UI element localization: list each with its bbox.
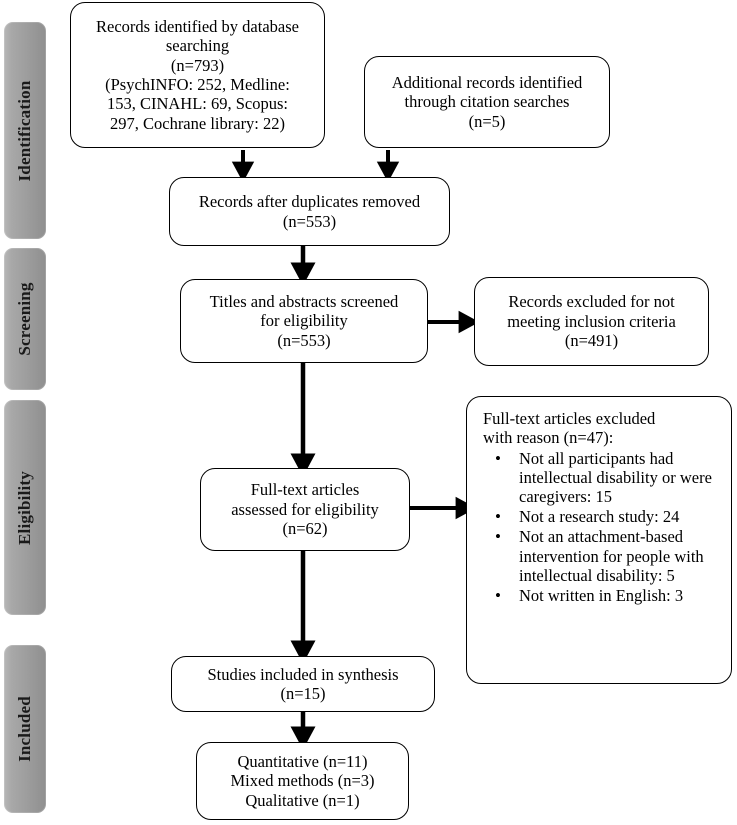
stage-label-identification: Identification	[15, 79, 34, 182]
node-fulltext-assessed: Full-text articles assessed for eligibil…	[200, 468, 410, 551]
node-titles-screened: Titles and abstracts screened for eligib…	[180, 279, 428, 363]
stage-label-included: Included	[15, 696, 34, 762]
reason-text: Not all participants had intellectual di…	[519, 448, 712, 507]
study-designs-line-3: Qualitative (n=1)	[245, 790, 360, 810]
records-identified-line-5: 153, CINAHL: 69, Scopus:	[106, 94, 289, 114]
node-studies-included: Studies included in synthesis (n=15)	[171, 656, 435, 712]
study-designs-line-1: Quantitative (n=11)	[237, 751, 368, 771]
reason-text: Not written in English: 3	[519, 585, 684, 605]
fulltext-excluded-heading-2: with reason (n=47):	[483, 428, 614, 448]
duplicates-removed-line-2: (n=553)	[282, 211, 337, 231]
bullet-icon: •	[495, 585, 501, 605]
records-identified-line-2: searching	[165, 36, 230, 56]
stage-band-identification: Identification	[4, 22, 46, 239]
list-item: • Not written in English: 3	[483, 586, 721, 605]
titles-screened-line-1: Titles and abstracts screened	[209, 291, 399, 311]
fulltext-assessed-line-3: (n=62)	[282, 519, 328, 539]
studies-included-line-1: Studies included in synthesis	[207, 664, 399, 684]
bullet-icon: •	[495, 448, 501, 468]
records-identified-line-6: 297, Cochrane library: 22)	[109, 113, 286, 133]
reason-text: Not an attachment-based intervention for…	[519, 527, 704, 585]
duplicates-removed-line-1: Records after duplicates removed	[198, 192, 421, 212]
node-records-identified: Records identified by database searching…	[70, 2, 325, 148]
records-excluded-line-2: meeting inclusion criteria	[507, 311, 676, 331]
records-excluded-line-3: (n=491)	[564, 331, 619, 351]
additional-records-line-1: Additional records identified	[391, 72, 583, 92]
additional-records-line-2: through citation searches	[404, 92, 570, 112]
titles-screened-line-3: (n=553)	[277, 330, 331, 350]
titles-screened-line-2: for eligibility	[260, 311, 348, 331]
additional-records-line-3: (n=5)	[468, 111, 506, 131]
stage-band-eligibility: Eligibility	[4, 400, 46, 615]
records-identified-line-4: (PsychINFO: 252, Medline:	[105, 75, 290, 94]
list-item: • Not a research study: 24	[483, 507, 721, 526]
stage-band-included: Included	[4, 645, 46, 813]
fulltext-assessed-line-2: assessed for eligibility	[231, 499, 379, 519]
stage-band-screening: Screening	[4, 248, 46, 390]
records-identified-line-3: (n=793)	[170, 55, 225, 75]
node-study-designs: Quantitative (n=11) Mixed methods (n=3) …	[196, 742, 409, 820]
reason-text: Not a research study: 24	[519, 507, 680, 527]
stage-label-eligibility: Eligibility	[15, 470, 34, 545]
fulltext-excluded-reason-list: • Not all participants had intellectual …	[483, 449, 721, 605]
records-excluded-line-1: Records excluded for not	[508, 292, 675, 312]
list-item: • Not an attachment-based intervention f…	[483, 527, 721, 584]
node-fulltext-excluded: Full-text articles excluded with reason …	[466, 396, 732, 684]
bullet-icon: •	[495, 507, 501, 527]
node-additional-records: Additional records identified through ci…	[364, 56, 610, 148]
records-identified-line-1: Records identified by database	[96, 16, 299, 36]
study-designs-line-2: Mixed methods (n=3)	[230, 771, 375, 791]
node-duplicates-removed: Records after duplicates removed (n=553)	[169, 177, 450, 246]
bullet-icon: •	[495, 527, 501, 547]
node-records-excluded: Records excluded for not meeting inclusi…	[474, 277, 709, 366]
stage-label-screening: Screening	[15, 282, 34, 356]
fulltext-excluded-heading-1: Full-text articles excluded	[483, 409, 656, 428]
list-item: • Not all participants had intellectual …	[483, 449, 721, 506]
fulltext-assessed-line-1: Full-text articles	[250, 480, 360, 500]
studies-included-line-2: (n=15)	[280, 684, 326, 703]
